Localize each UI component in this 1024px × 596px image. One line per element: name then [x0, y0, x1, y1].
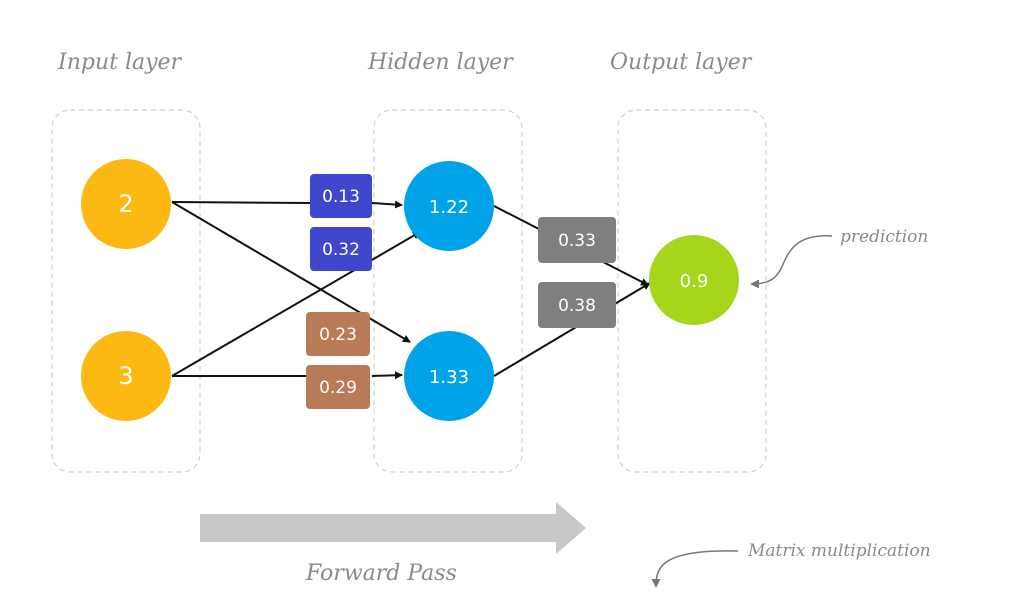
edge-in-bottom-to-hidden-top: [171, 231, 421, 377]
forward-pass-label: Forward Pass: [305, 561, 457, 586]
hidden-node-top: [404, 161, 494, 251]
output-layer-box: [617, 109, 767, 473]
input-node-top-value: 2: [118, 190, 133, 218]
weight-value-0-29: 0.29: [319, 378, 357, 398]
hidden-node-top-value: 1.22: [429, 197, 469, 218]
input-node-bottom-value: 3: [118, 362, 133, 390]
weight-box-0-32: [310, 227, 372, 271]
weight-value-0-13: 0.13: [322, 187, 360, 207]
hidden-node-bottom: [404, 331, 494, 421]
weight-box-0-29: [306, 365, 370, 409]
hidden-layer-box: [373, 109, 523, 473]
weight-value-0-32: 0.32: [322, 240, 360, 260]
weight-value-0-23: 0.23: [319, 325, 357, 345]
edge-in-bottom-to-hidden-bottom-arrow: [371, 371, 403, 380]
edge-in-top-to-hidden-top-arrow: [371, 200, 403, 209]
edge-in-top-to-hidden-bottom: [171, 201, 411, 343]
prediction-label: prediction: [840, 227, 928, 247]
input-layer-label: Input layer: [57, 50, 183, 75]
weight-value-0-33: 0.33: [558, 231, 596, 251]
weight-box-0-38: [538, 282, 616, 328]
hidden-node-bottom-value: 1.33: [429, 367, 469, 388]
weight-value-0-38: 0.38: [558, 296, 596, 316]
weight-box-0-13: [310, 174, 372, 218]
edge-in-top-to-hidden-top: [171, 201, 311, 204]
prediction-arrow: [750, 235, 833, 289]
output-layer-label: Output layer: [610, 50, 753, 75]
input-node-top: [81, 159, 171, 249]
forward-pass-arrow: [200, 502, 586, 554]
edge-hidden-bottom-to-output: [493, 282, 651, 377]
matrix-multiplication-label: Matrix multiplication: [747, 541, 931, 561]
weight-box-0-33: [538, 217, 616, 263]
output-node-value: 0.9: [680, 271, 709, 292]
output-node: [649, 235, 739, 325]
input-node-bottom: [81, 331, 171, 421]
weight-box-0-23: [306, 312, 370, 356]
input-layer-box: [51, 109, 201, 473]
matrix-multiplication-arrow: [651, 550, 739, 588]
hidden-layer-label: Hidden layer: [367, 50, 514, 75]
